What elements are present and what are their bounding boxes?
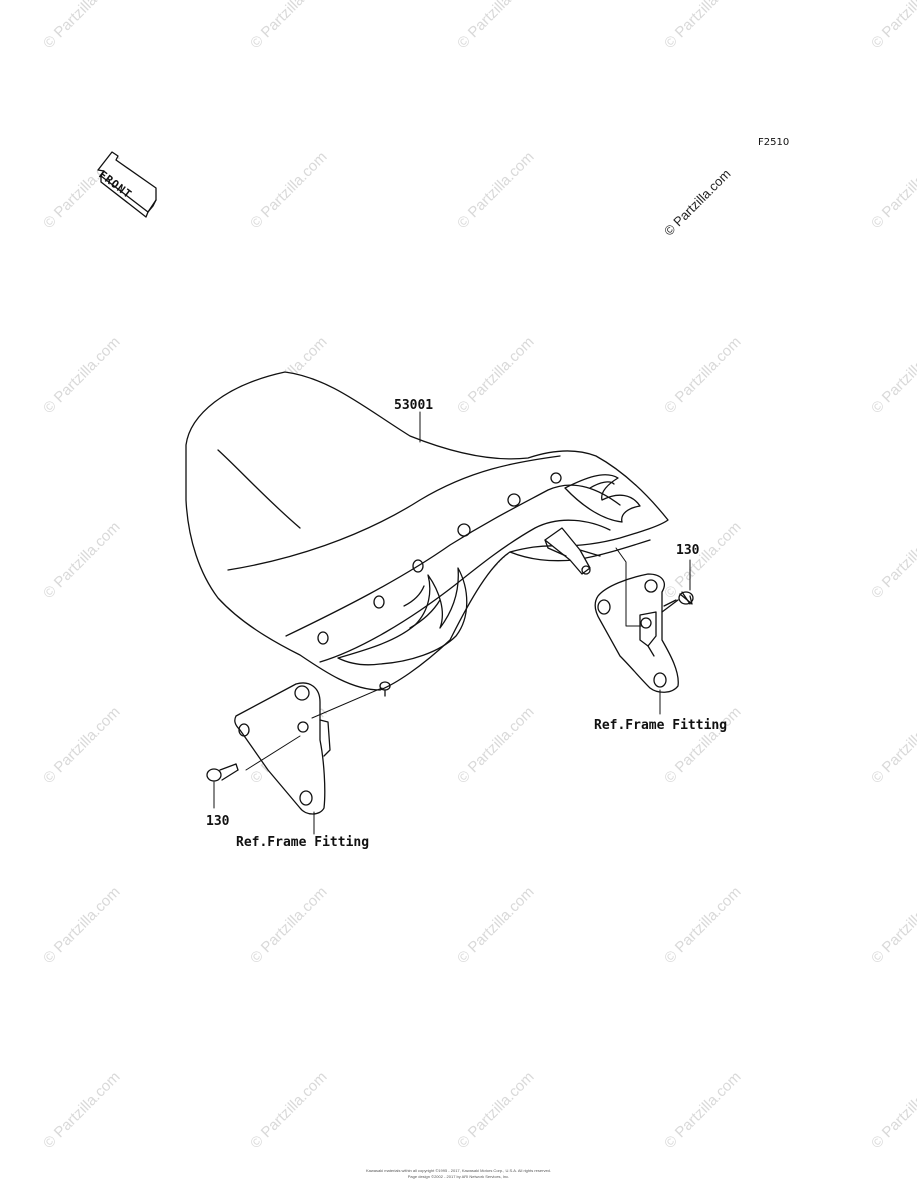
left-frame-bracket — [234, 682, 331, 815]
right-bolt-130 — [661, 591, 694, 613]
rear-seat-tab — [544, 527, 601, 575]
callout-130-right: 130 — [676, 543, 700, 558]
footer-line-2: Page design ©2002 - 2017 by ARI Network … — [407, 1174, 510, 1179]
leader-lines — [213, 411, 691, 835]
callout-130-left: 130 — [206, 814, 230, 829]
callout-53001: 53001 — [394, 398, 434, 413]
left-bolt-130 — [206, 763, 239, 782]
right-frame-bracket — [594, 573, 679, 693]
figure-code: F2510 — [758, 137, 790, 148]
footer-line-1: Kawasaki materials within all copyright … — [365, 1168, 552, 1173]
footer-copyright: Kawasaki materials within all copyright … — [300, 1168, 617, 1180]
seat-drawing — [185, 371, 669, 691]
callout-ref-frame-right: Ref.Frame Fitting — [594, 718, 728, 733]
callout-ref-frame-left: Ref.Frame Fitting — [236, 835, 370, 850]
front-arrow-icon — [97, 151, 157, 218]
front-seat-stud — [379, 681, 391, 697]
